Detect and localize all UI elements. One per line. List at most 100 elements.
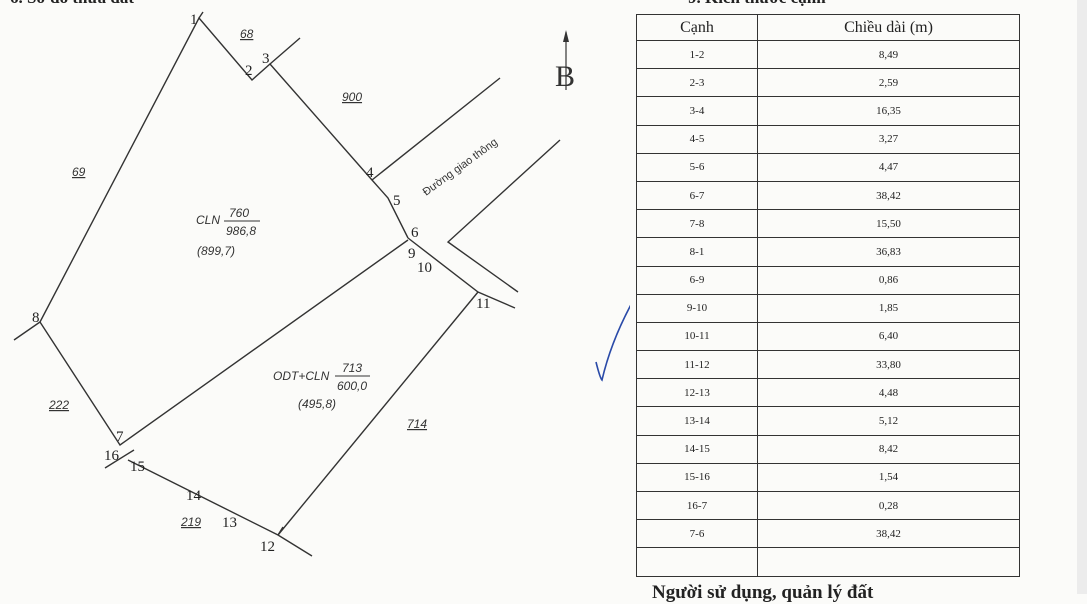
svg-text:600,0: 600,0 (337, 379, 367, 393)
length-cell: 4,47 (757, 152, 1020, 182)
neighbor-900: 900 (342, 90, 362, 104)
edge-cell: 3-4 (636, 96, 758, 126)
length-cell: 36,83 (757, 237, 1020, 267)
length-cell: 15,50 (757, 209, 1020, 239)
edge-cell: 9-10 (636, 293, 758, 323)
edge-cell: 11-12 (636, 350, 758, 380)
edge-cell: 16-7 (636, 490, 758, 521)
parcel-713-label: ODT+CLN 713 600,0 (495,8) (273, 361, 370, 411)
parcel-boundaries (13, 11, 561, 557)
edge-cell: 7-8 (636, 209, 758, 239)
vertex-12: 12 (260, 539, 275, 555)
edge-cell: 5-6 (636, 152, 758, 182)
boundary-16-15 (104, 449, 135, 469)
neighbor-parcel-labels: 68 900 69 222 219 714 (48, 27, 427, 529)
neighbor-68: 68 (240, 27, 254, 41)
vertex-6: 6 (411, 225, 419, 241)
boundary-6-7-8 (39, 239, 409, 446)
neighbor-219: 219 (180, 515, 201, 529)
length-cell (757, 547, 1020, 577)
length-cell: 5,12 (757, 406, 1020, 436)
length-cell: 0,28 (757, 490, 1020, 521)
svg-text:(495,8): (495,8) (298, 397, 336, 411)
vertex-15: 15 (130, 459, 145, 475)
boundary-15-12 (127, 459, 313, 557)
length-cell: 4,48 (757, 378, 1020, 408)
svg-text:(899,7): (899,7) (197, 244, 235, 258)
vertex-1: 1 (190, 12, 198, 28)
length-cell: 0,86 (757, 265, 1020, 295)
svg-text:713: 713 (342, 361, 362, 375)
header-edge: Cạnh (636, 14, 758, 41)
parcel-760-label: CLN 760 986,8 (899,7) (196, 206, 260, 258)
edge-cell: 15-16 (636, 462, 758, 493)
table-row (636, 547, 1020, 577)
north-label: B (555, 60, 575, 93)
vertex-7: 7 (116, 429, 124, 445)
svg-text:ODT+CLN: ODT+CLN (273, 369, 330, 383)
length-cell: 6,40 (757, 321, 1020, 352)
road-edge-south (446, 139, 561, 293)
neighbor-714: 714 (407, 417, 427, 431)
vertex-13: 13 (222, 515, 237, 531)
vertex-4: 4 (366, 165, 374, 181)
diagram-heading: 6. Sơ đồ thửa đất (10, 0, 134, 8)
boundary-11-12 (277, 291, 479, 536)
svg-text:760: 760 (229, 206, 249, 220)
edge-cell: 2-3 (636, 68, 758, 98)
edge-cell: 8-1 (636, 237, 758, 267)
length-cell: 1,85 (757, 293, 1020, 323)
vertex-2: 2 (245, 63, 253, 79)
edge-cell (636, 547, 758, 577)
road-label: Đường giao thông (421, 136, 500, 198)
length-cell: 8,49 (757, 39, 1020, 70)
parcel-760-boundary (13, 16, 409, 341)
length-cell: 38,42 (757, 180, 1020, 211)
vertex-16: 16 (104, 448, 120, 464)
footer-heading: Người sử dụng, quản lý đất (652, 582, 874, 603)
parcel-diagram: 1 2 3 4 5 6 7 8 9 10 11 12 13 14 15 16 C… (13, 11, 630, 557)
table-header-row: Cạnh Chiều dài (m) (636, 14, 1020, 41)
edge-cell: 6-9 (636, 265, 758, 295)
length-cell: 16,35 (757, 96, 1020, 126)
road-edge-north (371, 77, 501, 181)
north-arrow-icon: B (555, 30, 575, 93)
svg-text:986,8: 986,8 (226, 224, 256, 238)
edge-cell: 14-15 (636, 434, 758, 464)
edge-cell: 1-2 (636, 39, 758, 70)
edge-cell: 13-14 (636, 406, 758, 436)
vertex-5: 5 (393, 193, 401, 209)
edge-cell: 7-6 (636, 519, 758, 549)
header-length: Chiều dài (m) (757, 14, 1020, 41)
svg-text:CLN: CLN (196, 213, 220, 227)
vertex-9: 9 (408, 246, 416, 262)
edge-cell: 4-5 (636, 124, 758, 154)
vertex-labels: 1 2 3 4 5 6 7 8 9 10 11 12 13 14 15 16 (32, 12, 490, 555)
length-cell: 33,80 (757, 350, 1020, 380)
vertex-3: 3 (262, 51, 270, 67)
length-cell: 2,59 (757, 68, 1020, 98)
edge-cell: 10-11 (636, 321, 758, 352)
checkmark-icon (595, 304, 630, 382)
length-cell: 3,27 (757, 124, 1020, 154)
length-cell: 38,42 (757, 519, 1020, 549)
scrollbar[interactable] (1077, 0, 1087, 594)
